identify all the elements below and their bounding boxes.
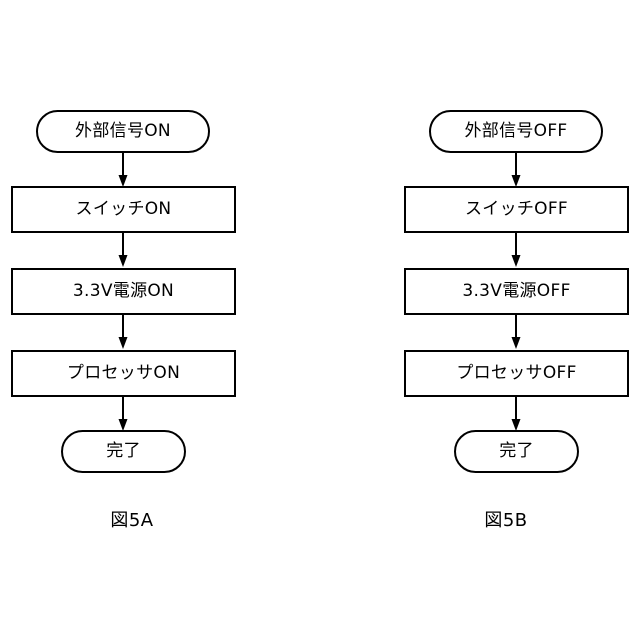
connector-arrow-step3-to-end-5a (116, 396, 130, 432)
flowchart-figure-5a: 外部信号ON スイッチON 3.3V電源ON (11, 110, 236, 531)
flowchart-figure-5b: 外部信号OFF スイッチOFF 3.3V電源OFF (320, 0, 640, 640)
node-step1-5b[interactable]: スイッチOFF (404, 186, 629, 233)
node-step2-label-5a: 3.3V電源ON (72, 281, 175, 301)
node-end-5b[interactable]: 完了 (454, 430, 579, 473)
node-step3-5a[interactable]: プロセッサON (11, 350, 236, 397)
connector-arrow-step2-to-step3-5a (116, 314, 130, 350)
connector-arrow-step3-to-end-5b (509, 396, 523, 432)
connector-arrow-step1-to-step2-5a (116, 232, 130, 268)
node-step1-label-5b: スイッチOFF (464, 199, 569, 219)
node-step1-label-5a: スイッチON (75, 199, 172, 219)
node-start-label-5a: 外部信号ON (75, 121, 171, 141)
figure-caption-5a: 図5A (110, 510, 154, 531)
node-end-5a[interactable]: 完了 (61, 430, 186, 473)
node-end-label-5a: 完了 (106, 441, 141, 461)
node-start-label-5b: 外部信号OFF (464, 121, 568, 141)
node-step3-label-5a: プロセッサON (66, 363, 181, 383)
connector-arrow-start-to-step1-5a (116, 152, 130, 188)
node-step3-label-5b: プロセッサOFF (456, 363, 577, 383)
node-start-5a[interactable]: 外部信号ON (36, 110, 210, 153)
node-step2-5a[interactable]: 3.3V電源ON (11, 268, 236, 315)
node-step3-5b[interactable]: プロセッサOFF (404, 350, 629, 397)
figure-caption-5b: 図5B (484, 510, 528, 531)
connector-arrow-step2-to-step3-5b (509, 314, 523, 350)
connector-arrow-step1-to-step2-5b (509, 232, 523, 268)
node-step2-label-5b: 3.3V電源OFF (462, 281, 571, 301)
node-step2-5b[interactable]: 3.3V電源OFF (404, 268, 629, 315)
node-step1-5a[interactable]: スイッチON (11, 186, 236, 233)
node-end-label-5b: 完了 (499, 441, 534, 461)
connector-arrow-start-to-step1-5b (509, 152, 523, 188)
node-start-5b[interactable]: 外部信号OFF (429, 110, 603, 153)
